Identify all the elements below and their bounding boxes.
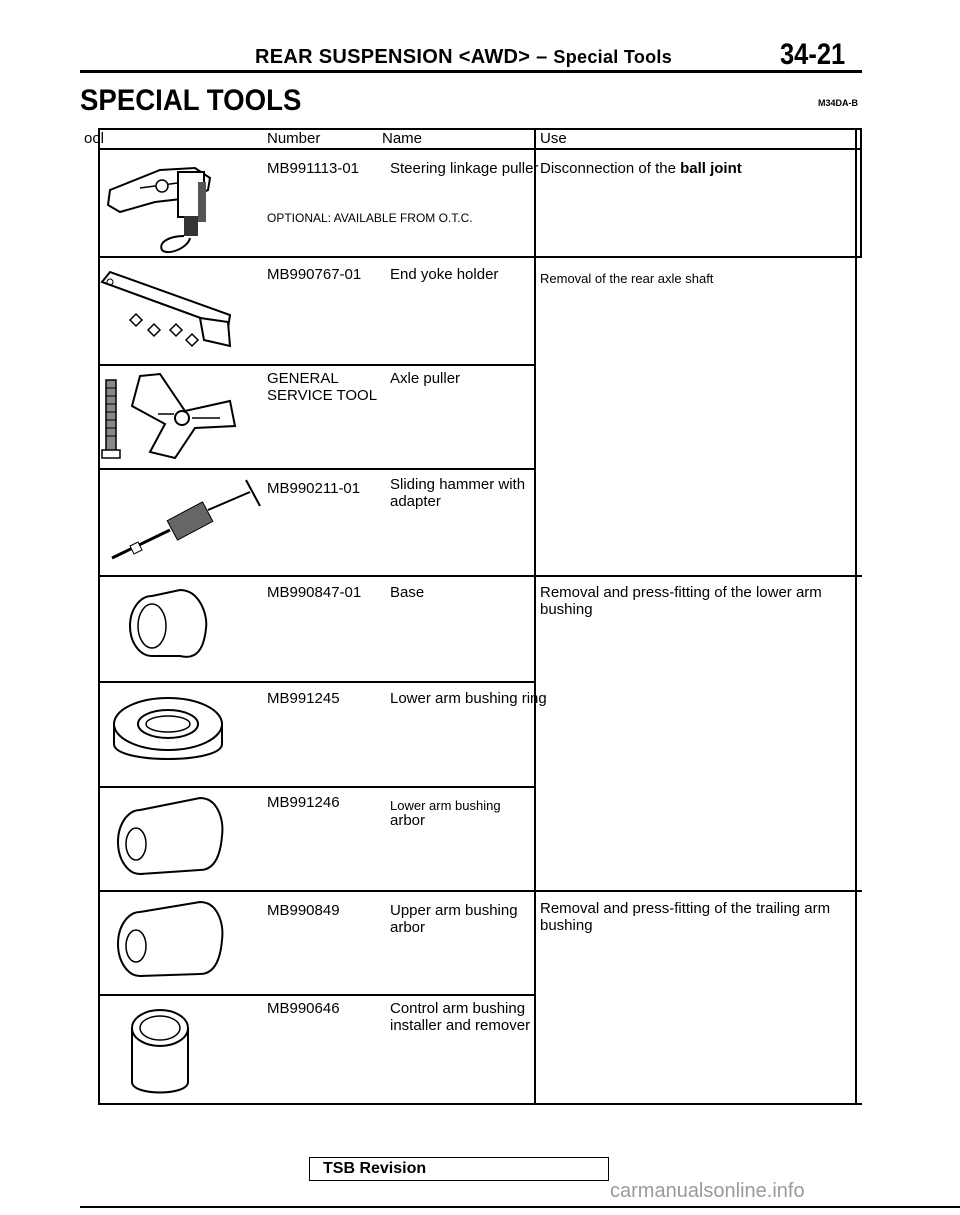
header-awd: <AWD>: [458, 46, 531, 68]
tool-use: Removal of the rear axle shaft: [540, 271, 714, 286]
tsb-revision-box: TSB Revision: [309, 1157, 609, 1181]
tool-name: End yoke holder: [390, 266, 499, 283]
upper-arbor-icon: [117, 900, 224, 977]
tool-number: MB990211-01: [267, 480, 361, 497]
table-left-border: [98, 128, 100, 1105]
table-column-divider: [534, 128, 536, 1105]
row-divider: [98, 786, 534, 788]
tool-name: Axle puller: [390, 370, 461, 387]
column-header-use: Use: [540, 130, 567, 147]
row-divider: [98, 994, 534, 996]
table-right-border-edge: [860, 128, 862, 256]
column-header-name: Name: [382, 130, 423, 147]
section-title: SPECIAL TOOLS: [80, 84, 302, 117]
page-number: 34-21: [780, 38, 846, 71]
sliding-hammer-icon: [111, 479, 261, 560]
tool-use: Disconnection of the ball joint: [540, 160, 742, 177]
header-title-sub: Special Tools: [553, 47, 673, 67]
header-dash: –: [536, 46, 548, 68]
page-header-title: REAR SUSPENSION <AWD> – Special Tools: [255, 46, 672, 69]
tool-number: MB991113-01: [267, 160, 360, 177]
tool-name: Sliding hammer with adapter: [390, 476, 526, 510]
table-bottom-border: [98, 1103, 862, 1105]
row-divider: [98, 681, 534, 683]
tool-number: MB991246: [267, 794, 340, 811]
tool-use: Removal and press-fitting of the lower a…: [540, 584, 822, 618]
tool-name: Control arm bushing installer and remove…: [390, 1000, 531, 1034]
row-divider: [98, 256, 862, 258]
steering-linkage-puller-icon: [106, 166, 212, 254]
table-top-border: [98, 128, 862, 130]
tool-number: MB990646: [267, 1000, 340, 1017]
bushing-arbor-icon: [117, 796, 224, 875]
tool-name: Steering linkage puller: [390, 160, 539, 177]
header-title-main: REAR SUSPENSION: [255, 46, 453, 68]
row-divider: [98, 575, 862, 577]
tool-number: MB990849: [267, 902, 340, 919]
base-cylinder-icon: [129, 588, 208, 658]
end-yoke-holder-icon: [100, 270, 232, 348]
watermark: carmanualsonline.info: [610, 1180, 805, 1202]
control-arm-installer-icon: [131, 1009, 189, 1094]
tool-use: Removal and press-fitting of the trailin…: [540, 900, 831, 934]
tool-name: Base: [390, 584, 425, 601]
row-divider: [98, 364, 534, 366]
row-divider: [98, 890, 862, 892]
tool-name: Lower arm bushing ring: [390, 690, 547, 707]
tool-number: MB991245: [267, 690, 340, 707]
table-header-rule: [98, 148, 862, 150]
tsb-revision-label: TSB Revision: [323, 1160, 427, 1177]
row-divider: [98, 468, 534, 470]
section-code: M34DA-B: [818, 98, 859, 108]
footer-rule: [80, 1206, 960, 1208]
header-rule: [80, 70, 862, 73]
tool-note: OPTIONAL: AVAILABLE FROM O.T.C.: [267, 211, 473, 225]
table-right-border: [855, 128, 857, 1105]
tool-name: Upper arm bushing arbor: [390, 902, 518, 936]
tool-number: MB990847-01: [267, 584, 362, 601]
column-header-number: Number: [267, 130, 321, 147]
tool-number: MB990767-01: [267, 266, 362, 283]
axle-puller-icon: [101, 372, 237, 460]
column-header-tool: ool: [84, 130, 105, 147]
bushing-ring-icon: [113, 697, 223, 760]
